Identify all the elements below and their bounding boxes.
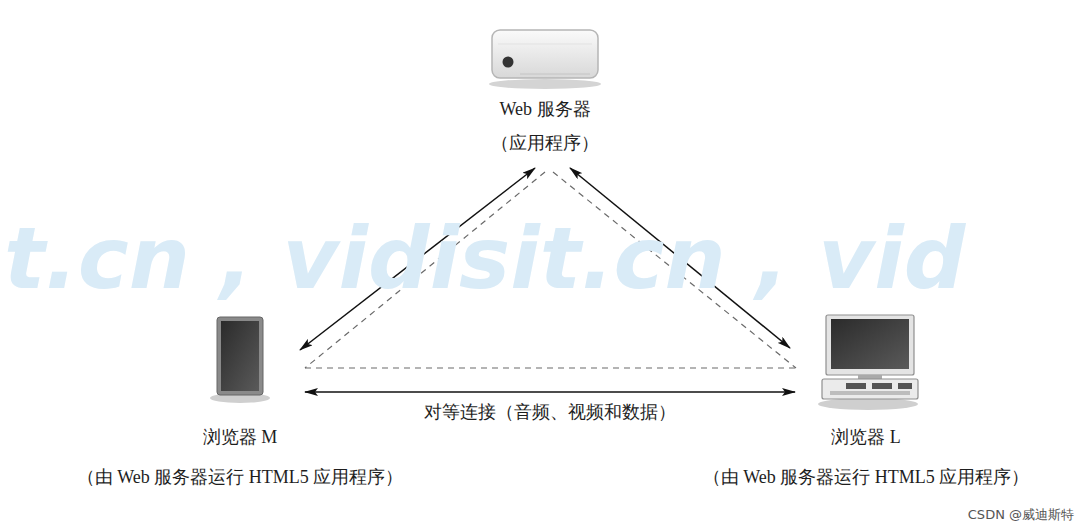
node-note: （由 Web 服务器运行 HTML5 应用程序） [652, 460, 1080, 494]
credit-text: CSDN @威迪斯特 [966, 506, 1076, 524]
desktop-computer-icon [818, 315, 918, 410]
browser-node: 浏览器 L （由 Web 服务器运行 HTML5 应用程序） [652, 310, 1080, 494]
arrow-connector [305, 391, 795, 393]
dashed-connector [305, 367, 796, 368]
watermark-text: t.cn , vidisit.cn , vid [4, 208, 965, 308]
server-icon [489, 30, 601, 89]
node-title: 浏览器 L [652, 420, 1080, 454]
browser-node: 浏览器 M （由 Web 服务器运行 HTML5 应用程序） [20, 310, 460, 494]
server-node: Web 服务器 （应用程序） [487, 28, 603, 160]
node-title: 浏览器 M [20, 420, 460, 454]
edge-label: 对等连接（音频、视频和数据） [420, 400, 680, 424]
node-title: Web 服务器 （应用程序） [487, 92, 603, 160]
tablet-icon [210, 317, 270, 403]
node-note: （由 Web 服务器运行 HTML5 应用程序） [20, 460, 460, 494]
